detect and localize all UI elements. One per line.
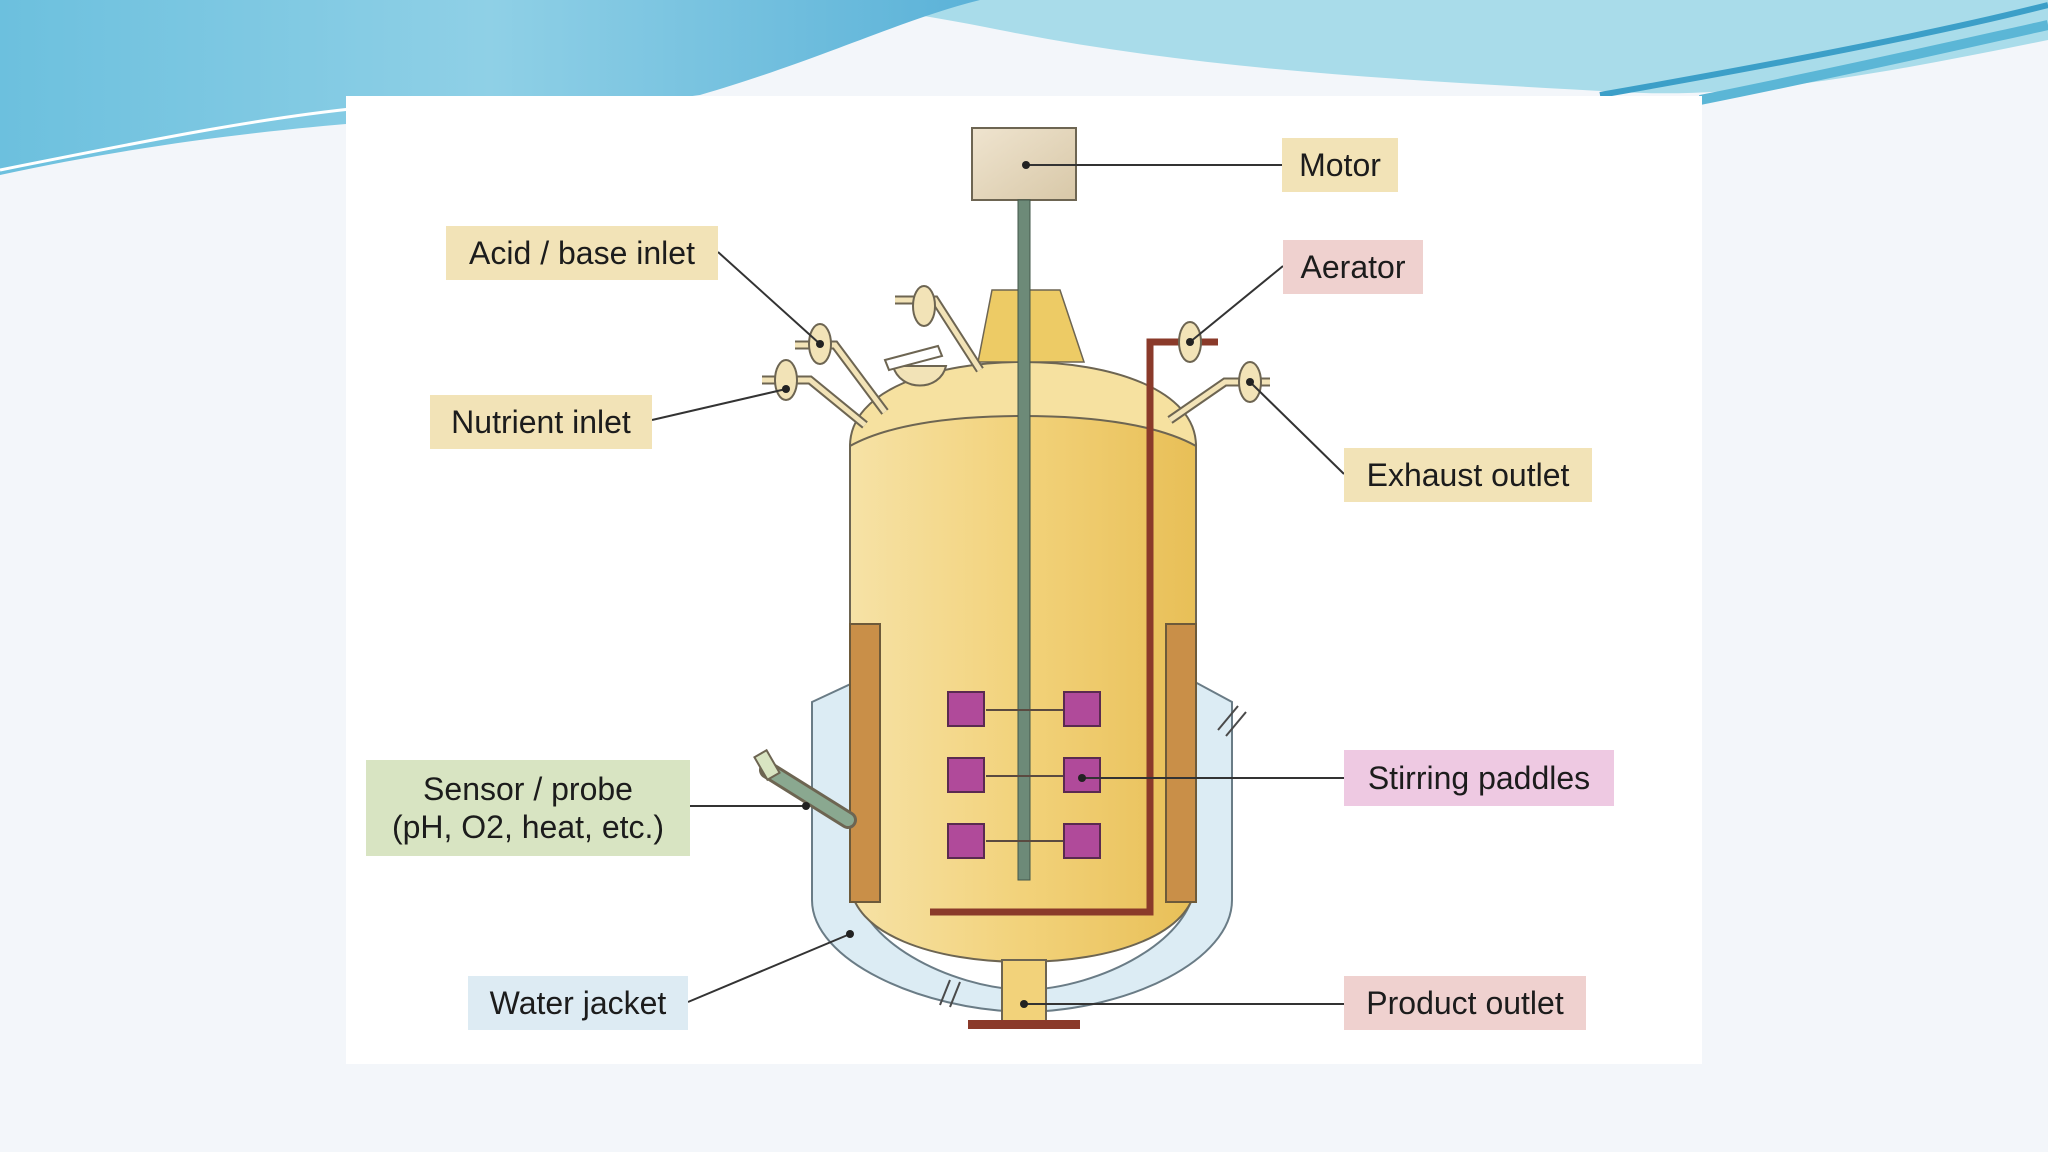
header-wave-main <box>0 0 980 175</box>
leader-dots <box>782 161 1254 1008</box>
sampling-cup <box>883 344 948 387</box>
label-product-outlet: Product outlet <box>1344 976 1586 1030</box>
leader-lines <box>651 164 1345 1005</box>
label-water-jacket: Water jacket <box>468 976 688 1030</box>
label-aerator: Aerator <box>1283 240 1423 294</box>
sensor-probe <box>753 748 857 829</box>
label-motor: Motor <box>1282 138 1398 192</box>
vessel-cap <box>977 289 1086 363</box>
leader-acid-base <box>717 251 821 345</box>
header-wave-streak-right <box>1599 2 2048 98</box>
label-sensor-probe-title: Sensor / probe <box>423 771 633 807</box>
leader-aerator <box>1189 265 1284 343</box>
paddle <box>1063 691 1101 727</box>
label-stirring-paddles: Stirring paddles <box>1344 750 1614 806</box>
header-wave-streak-right-2 <box>1699 20 2048 105</box>
header-wave-streak-left <box>0 106 361 172</box>
label-acid-base-inlet: Acid / base inlet <box>446 226 718 280</box>
label-sensor-probe: Sensor / probe (pH, O2, heat, etc.) <box>366 760 690 856</box>
heating-element-right <box>1165 623 1197 903</box>
leader-exhaust <box>1249 381 1345 475</box>
label-exhaust-outlet: Exhaust outlet <box>1344 448 1592 502</box>
paddle <box>947 823 985 859</box>
top-inlet-port <box>895 285 984 373</box>
product-outlet-flange <box>968 1020 1080 1029</box>
label-sensor-probe-detail: (pH, O2, heat, etc.) <box>391 809 665 845</box>
paddle <box>1063 823 1101 859</box>
paddle <box>947 691 985 727</box>
paddle <box>947 757 985 793</box>
leader-water-jacket <box>687 933 851 1003</box>
jacket-break-marks <box>939 705 1247 1008</box>
heating-element-left <box>849 623 881 903</box>
product-outlet-pipe <box>1001 959 1047 1025</box>
stirrer-shaft <box>1017 199 1031 881</box>
exhaust-outlet-port <box>1167 361 1270 424</box>
label-nutrient-inlet: Nutrient inlet <box>430 395 652 449</box>
stirring-paddles <box>947 691 1101 859</box>
header-wave <box>0 0 2048 94</box>
leader-nutrient <box>651 388 787 421</box>
